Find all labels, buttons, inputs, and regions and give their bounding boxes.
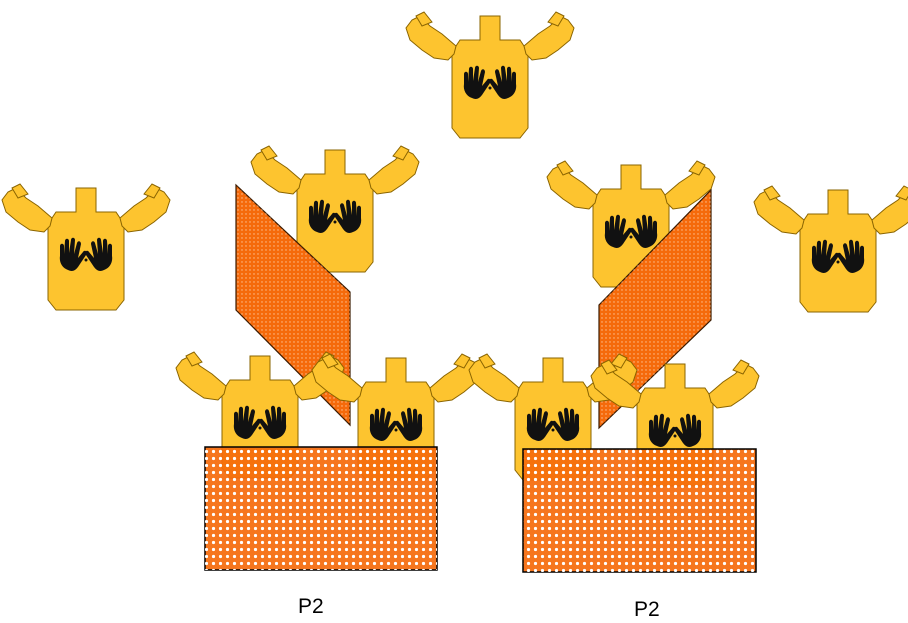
barrier-low-right [522,448,757,573]
target-far-right [754,186,908,312]
target-far-left [2,184,170,310]
position-label-left: P2 [298,595,324,618]
barrier-low-left [204,446,438,571]
position-label-right: P2 [634,598,660,621]
target-top-center [406,12,574,138]
